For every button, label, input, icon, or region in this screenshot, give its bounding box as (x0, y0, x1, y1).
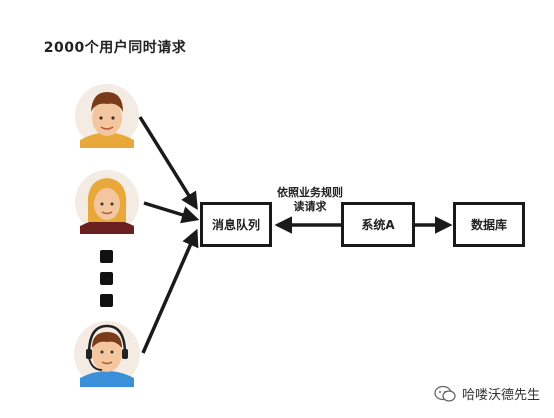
system-a-node: 系统A (341, 202, 415, 247)
diagram-title: 2000个用户同时请求 (43, 40, 187, 56)
woman-avatar-icon (75, 170, 139, 234)
user2-to-queue-arrow (143, 201, 200, 224)
man-avatar-icon (75, 84, 139, 148)
wechat-logo-icon (434, 385, 456, 402)
watermark-text: 哈喽沃德先生 (462, 388, 541, 403)
ellipsis-dot (100, 294, 113, 307)
ellipsis-dot (100, 250, 113, 263)
watermark: 哈喽沃德先生 (434, 384, 540, 403)
user1-to-queue-arrow (138, 116, 198, 210)
message-queue-node: 消息队列 (200, 202, 272, 247)
read-rule-label: 依照业务规则读请求 (277, 186, 343, 213)
headset-agent-avatar-icon (74, 321, 140, 387)
ellipsis-dot (100, 272, 113, 285)
database-node: 数据库 (453, 202, 525, 247)
user3-to-queue-arrow (141, 228, 199, 354)
